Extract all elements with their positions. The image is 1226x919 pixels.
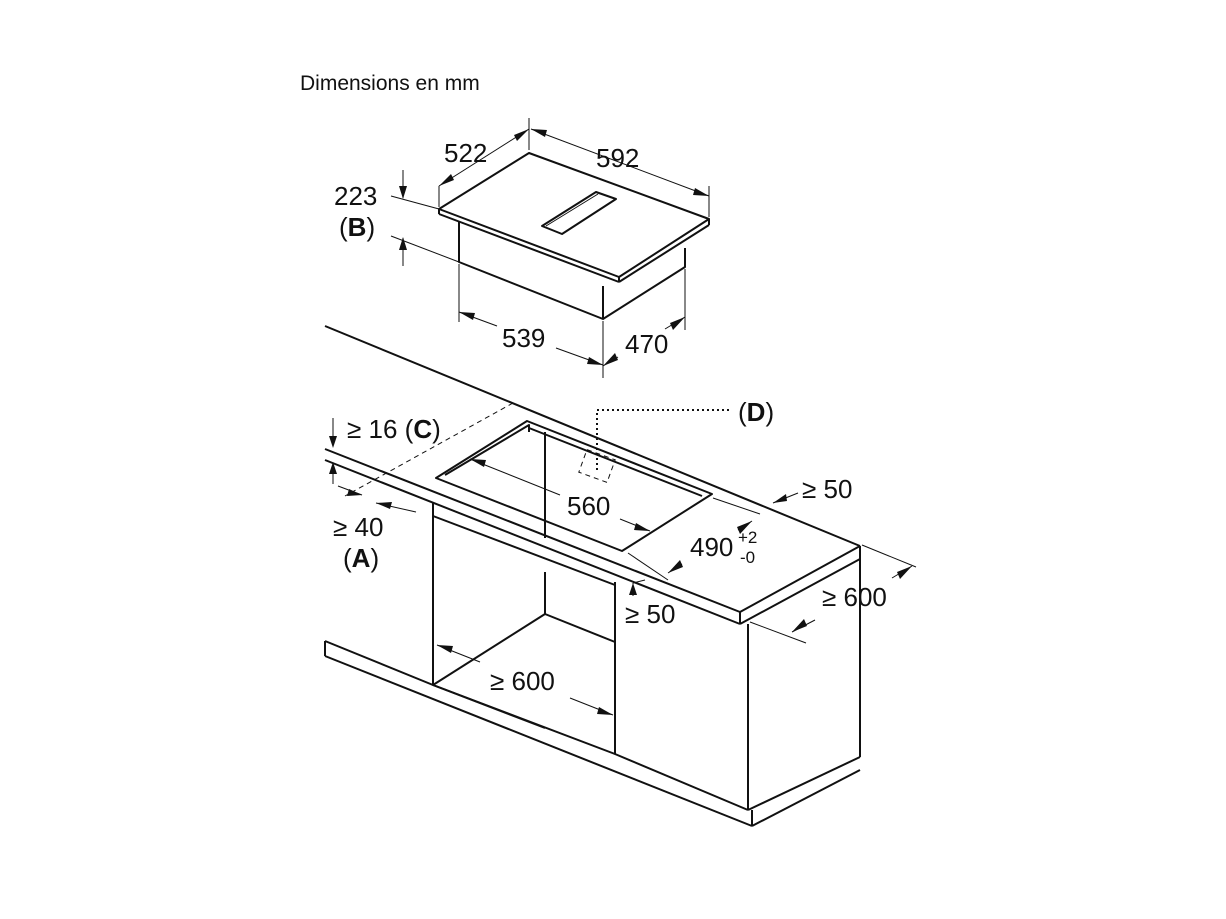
ref-b: B [348, 212, 367, 242]
dim-cabinet-600: ≥ 600 [490, 666, 555, 696]
tol-plus: +2 [738, 528, 757, 547]
dim-cutout-490: 490 [690, 532, 733, 562]
dim-front-40-ref: (A) [343, 543, 379, 573]
dim-side-50: ≥ 50 [802, 474, 852, 504]
leader-d [596, 409, 732, 470]
dim-front-40: ≥ 40 [333, 512, 383, 542]
hob-drawing: 522 592 223 (B) 539 470 [334, 118, 710, 378]
label-d: (D) [738, 397, 774, 427]
dim-223: 223 [334, 181, 377, 211]
worktop-back-edge [324, 325, 861, 547]
hob-body [458, 222, 686, 320]
dim-470: 470 [625, 329, 668, 359]
dim-front-50: ≥ 50 [625, 599, 675, 629]
dim-522: 522 [444, 138, 487, 168]
hob-vent [541, 191, 617, 235]
worktop-drawing: (D) ≥ 16 (C) ≥ 40 (A) [324, 325, 917, 827]
worktop-front-edge [324, 448, 741, 613]
tol-minus: -0 [740, 548, 755, 567]
dim-clearance-16: ≥ 16 (C) [347, 414, 441, 444]
cutout [435, 420, 713, 552]
dim-cutout-560: 560 [567, 491, 610, 521]
dim-539: 539 [502, 323, 545, 353]
caption: Dimensions en mm [300, 72, 480, 95]
dim-223-ref: (B) [339, 212, 375, 242]
hob-glass-top [438, 152, 710, 278]
dim-592: 592 [596, 143, 639, 173]
dim-worktop-600: ≥ 600 [822, 582, 887, 612]
